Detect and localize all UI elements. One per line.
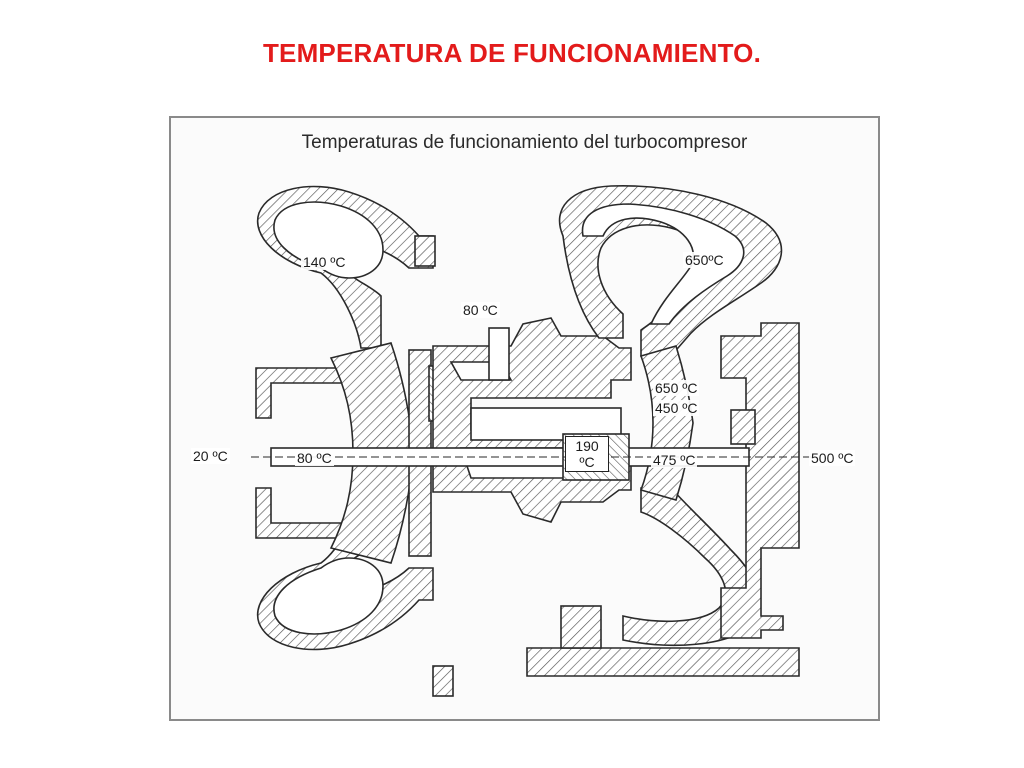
turbine-mounting-flange [526,647,800,677]
temp-label-oil-inlet: 80 ºC [461,302,500,318]
compressor-inlet-lower [255,487,352,539]
temp-label-bearing-housing: 190 ºC [565,436,609,472]
temp-label-turbine-outlet: 500 ºC [809,450,856,466]
turbine-wheel [639,345,694,501]
turbocharger-figure: Temperaturas de funcionamiento del turbo… [169,116,880,721]
temp-label-shaft-compressor-side: 80 ºC [295,450,334,466]
temp-label-turbine-volute: 650ºC [683,252,726,268]
oil-inlet-port [488,327,510,381]
bolt-lower [432,665,454,697]
turbocharger-cross-section-diagram [251,185,811,697]
flange-boss [560,605,602,649]
temp-label-compressor-volute: 140 ºC [301,254,348,270]
temp-label-turbine-nozzle: 450 ºC [653,400,700,416]
compressor-inlet-upper [255,367,352,419]
temp-label-turbine-wheel: 475 ºC [651,452,698,468]
bearing-sleeve [470,407,622,441]
bearing-housing-temp-value: 190 ºC [575,438,599,470]
turbine-exhaust-housing [720,322,800,639]
compressor-volute-lower-cavity [273,557,384,635]
temp-label-turbine-inlet: 650 ºC [653,380,700,396]
figure-title: Temperaturas de funcionamiento del turbo… [301,132,748,153]
slide-title: TEMPERATURA DE FUNCIONAMIENTO. [262,38,762,68]
bolt-upper [414,235,436,267]
turbine-nut [730,409,756,445]
turbine-volute-upper-cavity [581,203,745,325]
temp-label-compressor-inlet: 20 ºC [191,448,230,464]
